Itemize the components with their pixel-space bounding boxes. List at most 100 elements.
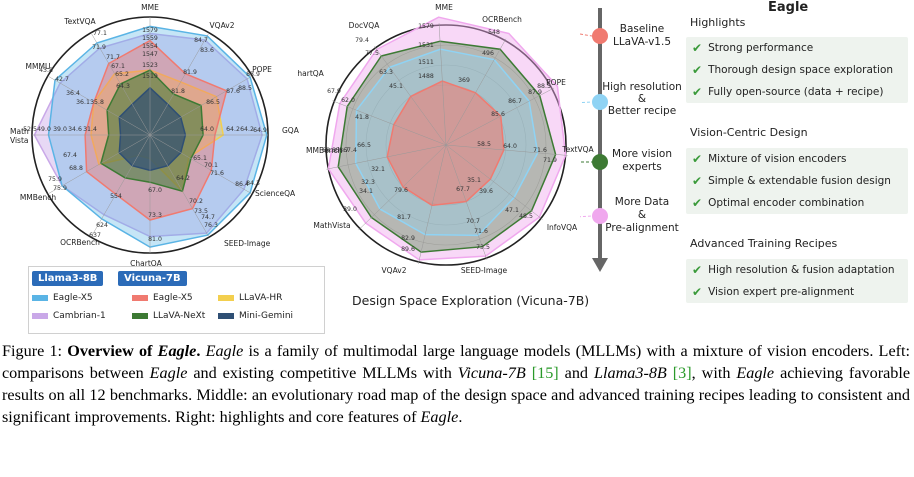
value-label: 64.9 [253,127,267,134]
roadmap-label: More Data&Pre-alignment [605,196,679,234]
value-label: 64.3 [116,83,130,90]
axis-label: SEED-Image [224,239,271,248]
value-label: 1488 [418,73,434,80]
axis-label: MathVista [313,221,350,230]
value-label: 34.1 [359,188,373,195]
list-item: ✔Mixture of vision encoders [692,152,847,166]
value-label: 496 [482,50,494,57]
grid-ring [365,64,527,226]
vision-centric-box: ✔Mixture of vision encoders ✔Simple & ex… [686,148,908,214]
arrow-head-icon [592,258,608,272]
value-label: 67.1 [111,63,125,70]
value-label: 71.6 [533,147,547,154]
value-label: 88.9 [246,71,260,78]
roadmap-node [592,94,608,110]
grid-ring [325,24,567,266]
caption-italic: Vicuna-7B [457,364,526,382]
value-label: 65.2 [115,71,129,78]
value-label: 49.0 [37,126,51,133]
value-label: 81.7 [397,214,411,221]
value-label: 47.1 [505,207,519,214]
value-label: 369 [458,77,470,84]
value-label: 1511 [418,59,434,66]
figure-caption: Figure 1: Overview of Eagle. Eagle is a … [2,340,910,428]
training-recipes-box: ✔High resolution & fusion adaptation ✔Vi… [686,259,908,303]
list-item: ✔High resolution & fusion adaptation [692,263,895,277]
axis-spoke [445,38,507,146]
section-heading: Vision-Centric Design [690,126,808,139]
axis-spoke [326,144,447,170]
legend-item: LLaVA-HR [218,293,282,303]
axis-label: OCRBench [60,238,100,247]
caption-italic: Eagle [149,364,188,382]
value-label: 81.9 [183,69,197,76]
axis-label: TextVQA [63,17,96,26]
value-label: 84.7 [194,37,208,44]
list-item: ✔Simple & extendable fusion design [692,174,891,188]
citation-link[interactable]: [15] [531,364,559,382]
value-label: 83.6 [200,47,214,54]
axis-spoke [445,144,568,156]
value-label: 34.6 [68,126,82,133]
caption-text: and existing competitive MLLMs with [187,364,458,382]
axis-label: VQAv2 [210,21,235,30]
legend-group2-title: Vicuna-7B [118,271,187,286]
value-label: 66.5 [357,142,371,149]
list-item: ✔Vision expert pre-alignment [692,285,855,299]
value-label: 71.6 [474,228,488,235]
axis-spoke [445,144,488,260]
axis-label: ScienceQA [255,189,296,198]
value-label: 637 [89,232,101,239]
axis-spoke [90,134,151,238]
value-label: 74.7 [201,214,215,221]
value-label: 1523 [142,62,158,69]
axis-spoke [445,87,555,146]
roadmap-node [592,208,608,224]
value-label: 58.5 [477,141,491,148]
value-label: 67.4 [343,147,357,154]
list-item: ✔Fully open-source (data + recipe) [692,85,884,99]
axis-spoke [47,134,151,195]
axis-label: GQA [282,126,300,135]
axis-label: ChartQA [298,69,325,78]
caption-italic: Eagle [420,408,459,426]
value-label: 71.6 [210,170,224,177]
axis-spoke [90,32,151,136]
legend-item: Mini-Gemini [218,311,293,321]
value-label: 87.6 [226,88,240,95]
axis-label: VQAv2 [382,266,407,275]
panel-title: Eagle [768,0,809,15]
value-label: 36.1 [76,99,90,106]
value-label: 48.5 [519,213,533,220]
caption-text: is a family of multimodal large language… [2,342,911,382]
value-label: 82.9 [401,235,415,242]
value-label: 67.9 [327,88,341,95]
roadmap-label: High resolution&Better recipe [602,81,682,117]
legend-swatch [132,313,148,319]
check-icon: ✔ [692,152,703,166]
legend-swatch [32,295,48,301]
value-label: 86.5 [206,99,220,106]
axis-spoke [149,134,210,238]
value-label: 81.8 [171,88,185,95]
axis-spoke [149,134,253,195]
citation-link[interactable]: [3] [672,364,692,382]
value-label: 624 [96,222,108,229]
value-label: 64.2 [176,175,190,182]
value-label: 32.3 [361,179,375,186]
value-label: 65.1 [193,155,207,162]
check-icon: ✔ [692,41,703,55]
caption-text: and [558,364,594,382]
value-label: 68.8 [69,165,83,172]
value-label: 70.7 [466,218,480,225]
highlights-box: ✔Strong performance ✔Thorough design spa… [686,37,908,103]
value-label: 62.0 [341,97,355,104]
axis-label: TextVQA [561,145,594,154]
value-label: 39.0 [343,206,357,213]
value-label: 41.8 [355,114,369,121]
axis-label: MMBench [306,146,343,155]
roadmap-node [592,154,608,170]
left-radar-chart: MMEVQAv2POPEGQAScienceQASEED-ImageChartQ… [10,3,300,268]
value-label: 75.9 [48,176,62,183]
